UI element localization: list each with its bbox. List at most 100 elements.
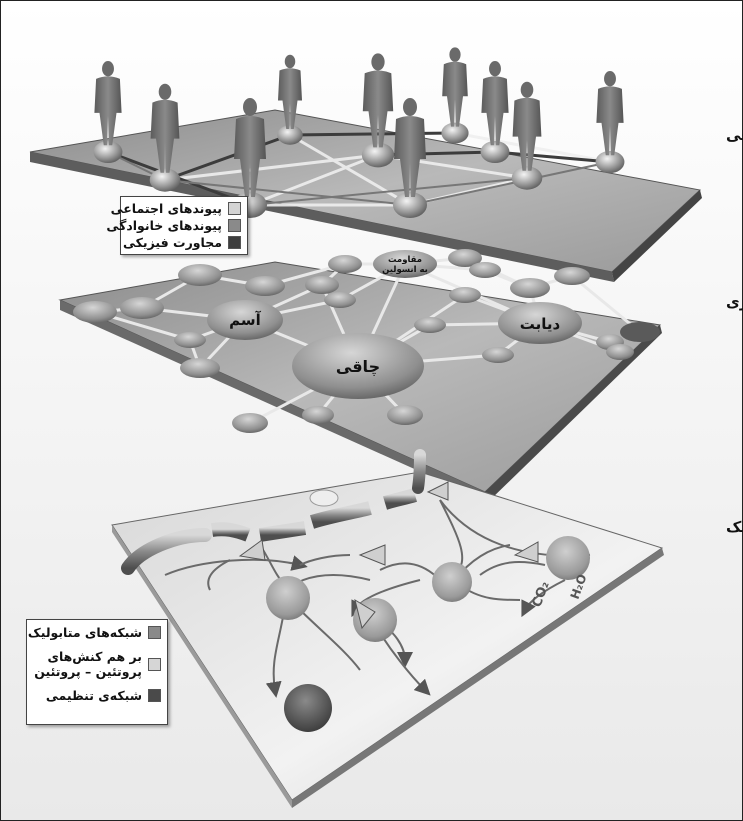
disease-node bbox=[73, 301, 117, 323]
person-sphere bbox=[480, 140, 510, 164]
disease-node bbox=[448, 249, 482, 267]
disease-nodes bbox=[73, 249, 660, 433]
person-body bbox=[150, 99, 180, 173]
person-figure bbox=[595, 71, 625, 174]
disease-layer-title: شبکه‌ی بیماری bbox=[726, 293, 743, 311]
legend-item-physical-proximity: مجاورت فیزیکی bbox=[121, 234, 247, 251]
legend-item-protein-interactions: بر هم کنش‌های پروتئین – پروتئین bbox=[27, 648, 167, 680]
person-head bbox=[489, 61, 501, 77]
disease-node bbox=[245, 276, 285, 296]
obesity-node bbox=[292, 333, 424, 399]
legend-item-regulatory-network: شبکه‌ی تنظیمی bbox=[27, 687, 167, 704]
person-figure bbox=[393, 98, 427, 218]
person-body bbox=[278, 68, 302, 129]
disease-node bbox=[232, 413, 268, 433]
disease-node bbox=[178, 264, 222, 286]
metabolic-legend: شبکه‌های متابولیک بر هم کنش‌های پروتئین … bbox=[26, 619, 168, 725]
person-figure bbox=[511, 81, 543, 190]
person-head bbox=[371, 53, 385, 71]
diabetes-label: دیابت bbox=[520, 315, 561, 333]
social-layer bbox=[29, 47, 702, 282]
disease-layer: مقاومت به انسولین آسم دیابت چاقی bbox=[58, 249, 662, 502]
disease-node bbox=[302, 406, 334, 424]
legend-item-social-ties: پیوندهای اجتماعی bbox=[111, 200, 247, 217]
enzyme-triangle bbox=[513, 541, 539, 563]
social-legend: پیوندهای اجتماعی پیوندهای خانوادگی مجاور… bbox=[106, 196, 248, 255]
diabetes-node bbox=[498, 302, 582, 344]
disease-node bbox=[620, 322, 660, 342]
person-head bbox=[604, 71, 616, 87]
person-body bbox=[442, 61, 468, 127]
metabolic-node bbox=[309, 489, 339, 507]
insulin-resistance-node bbox=[373, 250, 437, 278]
legend-label: پیوندهای خانوادگی bbox=[106, 218, 222, 233]
social-layer-title: شبکه‌ی اجتماعی bbox=[726, 126, 743, 144]
enzyme-triangle bbox=[238, 539, 266, 561]
insulin-label-line1: مقاومت bbox=[388, 255, 422, 265]
person-sphere bbox=[361, 142, 395, 168]
person-sphere bbox=[511, 166, 543, 190]
legend-item-metabolic-networks: شبکه‌های متابولیک bbox=[27, 624, 167, 641]
person-figure bbox=[277, 54, 303, 145]
legend-label: پیوندهای اجتماعی bbox=[110, 201, 222, 216]
disease-node bbox=[328, 255, 362, 273]
person-figure bbox=[480, 61, 510, 164]
metabolic-node bbox=[546, 536, 590, 580]
legend-label-line2: پروتئین – پروتئین bbox=[34, 664, 142, 679]
person-figure bbox=[441, 47, 469, 144]
asthma-label: آسم bbox=[229, 311, 262, 329]
disease-node bbox=[482, 347, 514, 363]
disease-node bbox=[174, 332, 206, 348]
legend-swatch bbox=[148, 626, 161, 639]
metabolic-node bbox=[432, 562, 472, 602]
legend-swatch bbox=[228, 202, 241, 215]
person-sphere bbox=[595, 150, 625, 174]
person-body bbox=[94, 76, 122, 146]
metabolic-node bbox=[266, 576, 310, 620]
person-figure bbox=[361, 53, 395, 168]
legend-label: مجاورت فیزیکی bbox=[123, 235, 222, 250]
person-head bbox=[158, 83, 172, 100]
person-head bbox=[403, 98, 417, 116]
person-head bbox=[243, 98, 257, 116]
person-sphere bbox=[441, 122, 469, 144]
metabolic-tubes bbox=[121, 449, 426, 575]
person-body bbox=[481, 76, 509, 146]
people-group bbox=[93, 47, 625, 218]
person-sphere bbox=[277, 125, 303, 145]
insulin-label-line2: به انسولین bbox=[382, 265, 428, 275]
enzyme-triangle bbox=[358, 544, 386, 566]
person-body bbox=[234, 116, 266, 197]
person-sphere bbox=[93, 140, 123, 164]
legend-swatch bbox=[148, 689, 161, 702]
person-body bbox=[596, 86, 624, 156]
asthma-node bbox=[207, 300, 283, 340]
person-head bbox=[102, 61, 114, 77]
disease-node bbox=[414, 317, 446, 333]
enzyme-triangle bbox=[354, 598, 376, 630]
metabolic-layer-title: شبکه‌ی متابولیک bbox=[726, 518, 743, 536]
person-figure bbox=[149, 83, 181, 192]
legend-label: شبکه‌های متابولیک bbox=[27, 625, 142, 640]
enzyme-triangle bbox=[426, 481, 449, 501]
disease-node bbox=[510, 278, 550, 298]
metabolic-layer: CO₂ H₂O bbox=[111, 449, 664, 808]
disease-node bbox=[305, 276, 339, 294]
disease-node bbox=[469, 262, 501, 278]
disease-node bbox=[554, 267, 590, 285]
person-figure bbox=[93, 61, 123, 164]
person-head bbox=[449, 47, 461, 62]
regulatory-node bbox=[284, 684, 332, 732]
disease-node bbox=[387, 405, 423, 425]
enzyme-triangles bbox=[238, 481, 539, 630]
legend-swatch bbox=[228, 219, 241, 232]
disease-node bbox=[180, 358, 220, 378]
disease-node bbox=[606, 344, 634, 360]
disease-node bbox=[449, 287, 481, 303]
person-head bbox=[520, 81, 534, 98]
legend-label: شبکه‌ی تنظیمی bbox=[45, 688, 142, 703]
person-head bbox=[284, 54, 296, 69]
person-body bbox=[362, 70, 394, 148]
disease-node bbox=[324, 292, 356, 308]
